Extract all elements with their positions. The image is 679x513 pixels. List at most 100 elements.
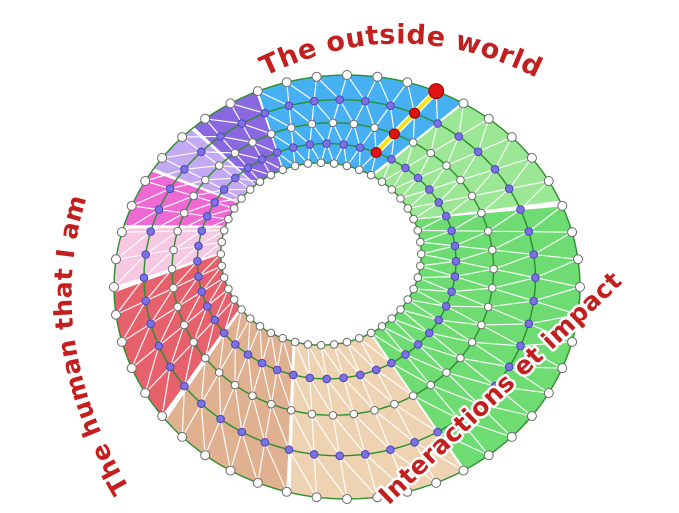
mesh-node[interactable] <box>290 161 300 171</box>
mesh-node[interactable] <box>248 138 257 147</box>
mesh-node[interactable] <box>396 305 405 314</box>
mesh-node[interactable] <box>202 211 212 221</box>
mesh-node[interactable] <box>370 123 379 133</box>
mesh-node[interactable] <box>328 411 338 420</box>
mesh-node[interactable] <box>506 431 517 442</box>
mesh-node[interactable] <box>316 158 326 168</box>
mesh-node[interactable] <box>322 139 332 148</box>
mesh-node[interactable] <box>260 108 270 118</box>
mesh-node[interactable] <box>402 77 413 88</box>
mesh-node[interactable] <box>335 451 345 461</box>
mesh-node[interactable] <box>286 406 296 415</box>
mesh-node[interactable] <box>441 211 451 221</box>
mesh-node[interactable] <box>442 368 451 377</box>
mesh-node[interactable] <box>230 380 240 390</box>
mesh-node[interactable] <box>231 173 240 183</box>
mesh-node[interactable] <box>567 336 578 347</box>
mesh-node[interactable] <box>386 101 395 110</box>
mesh-node[interactable] <box>229 204 239 213</box>
mesh-node[interactable] <box>526 152 537 163</box>
mesh-node[interactable] <box>355 165 364 175</box>
mesh-node[interactable] <box>543 388 554 398</box>
mesh-node[interactable] <box>217 237 226 247</box>
mesh-node[interactable] <box>431 477 442 488</box>
mesh-node[interactable] <box>450 241 460 251</box>
mesh-node[interactable] <box>372 492 383 503</box>
mesh-node[interactable] <box>529 250 539 259</box>
mesh-node[interactable] <box>434 198 444 207</box>
mesh-node[interactable] <box>311 71 322 82</box>
mesh-node[interactable] <box>403 295 413 304</box>
mesh-node[interactable] <box>467 337 477 347</box>
mesh-node[interactable] <box>165 184 175 193</box>
mesh-node[interactable] <box>243 350 253 359</box>
mesh-node[interactable] <box>219 273 229 282</box>
mesh-node[interactable] <box>303 159 313 168</box>
mesh-node[interactable] <box>390 399 399 409</box>
mesh-node[interactable] <box>139 273 149 283</box>
mesh-node[interactable] <box>309 96 319 106</box>
mesh-node[interactable] <box>451 256 461 266</box>
mesh-node[interactable] <box>416 249 426 259</box>
highlight-node[interactable] <box>370 147 382 158</box>
mesh-node[interactable] <box>447 287 456 297</box>
highlight-node[interactable] <box>388 128 400 140</box>
mesh-node[interactable] <box>425 328 434 338</box>
mesh-node[interactable] <box>349 409 359 419</box>
mesh-node[interactable] <box>197 226 207 236</box>
mesh-node[interactable] <box>413 173 423 183</box>
sector-tan-dark[interactable] <box>165 309 293 492</box>
mesh-node[interactable] <box>214 368 224 377</box>
mesh-node[interactable] <box>202 302 212 311</box>
mesh-node[interactable] <box>377 322 387 331</box>
mesh-node[interactable] <box>194 241 203 251</box>
mesh-node[interactable] <box>165 362 175 372</box>
mesh-node[interactable] <box>157 411 168 422</box>
mesh-node[interactable] <box>416 237 425 247</box>
mesh-node[interactable] <box>278 165 288 175</box>
mesh-node[interactable] <box>387 155 396 164</box>
mesh-node[interactable] <box>243 163 253 173</box>
mesh-node[interactable] <box>328 118 338 128</box>
mesh-node[interactable] <box>248 391 257 401</box>
mesh-node[interactable] <box>146 227 155 236</box>
mesh-node[interactable] <box>524 227 534 236</box>
mesh-node[interactable] <box>442 161 451 170</box>
mesh-node[interactable] <box>516 205 525 214</box>
mesh-node[interactable] <box>245 314 255 323</box>
mesh-node[interactable] <box>371 365 381 375</box>
mesh-node[interactable] <box>197 147 206 157</box>
mesh-node[interactable] <box>245 185 255 194</box>
mesh-node[interactable] <box>416 261 425 271</box>
mesh-node[interactable] <box>483 302 493 312</box>
mesh-node[interactable] <box>377 177 387 186</box>
mesh-node[interactable] <box>210 315 219 325</box>
mesh-node[interactable] <box>140 388 151 398</box>
mesh-node[interactable] <box>252 477 263 488</box>
mesh-node[interactable] <box>200 450 211 461</box>
mesh-node[interactable] <box>210 198 219 207</box>
mesh-node[interactable] <box>401 350 410 359</box>
mesh-node[interactable] <box>167 264 177 274</box>
mesh-node[interactable] <box>290 337 300 347</box>
sector-green[interactable] <box>371 205 580 470</box>
mesh-node[interactable] <box>316 340 326 350</box>
mesh-node[interactable] <box>557 200 568 211</box>
mesh-node[interactable] <box>288 370 298 380</box>
mesh-node[interactable] <box>342 337 352 347</box>
mesh-node[interactable] <box>372 71 383 82</box>
mesh-node[interactable] <box>329 159 339 168</box>
mesh-node[interactable] <box>402 486 413 497</box>
highlight-node[interactable] <box>409 107 421 119</box>
mesh-node[interactable] <box>225 98 236 109</box>
mesh-node[interactable] <box>116 227 127 238</box>
mesh-node[interactable] <box>111 254 121 265</box>
mesh-node[interactable] <box>140 176 151 186</box>
mesh-node[interactable] <box>260 438 270 447</box>
mesh-node[interactable] <box>216 249 226 259</box>
mesh-node[interactable] <box>506 132 517 143</box>
mesh-node[interactable] <box>387 314 397 323</box>
mesh-node[interactable] <box>335 95 345 104</box>
mesh-node[interactable] <box>303 340 313 349</box>
mesh-node[interactable] <box>201 353 210 363</box>
